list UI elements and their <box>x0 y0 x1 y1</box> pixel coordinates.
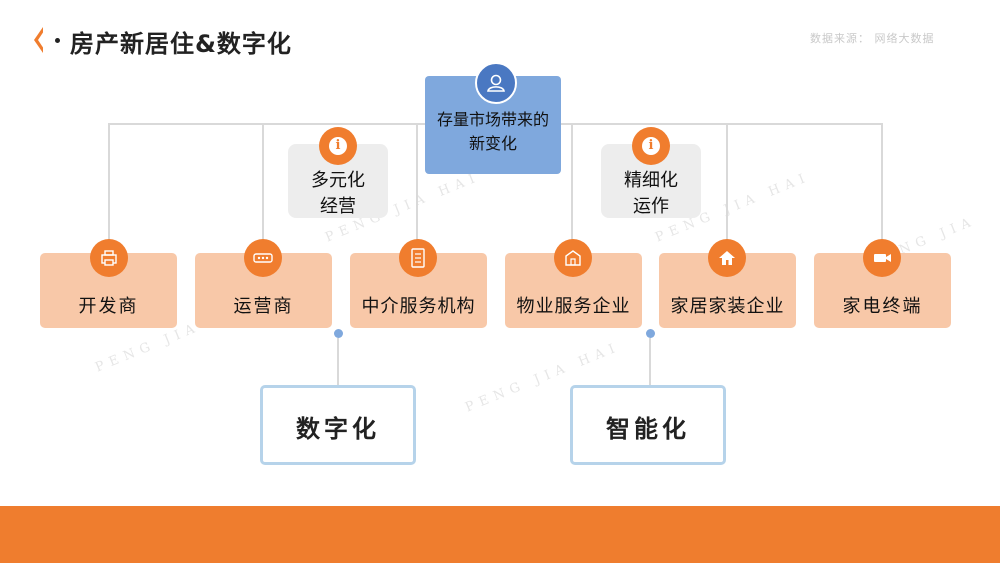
card-label: 中介服务机构 <box>361 296 476 317</box>
center-label-line1: 存量市场带来的 <box>436 110 549 129</box>
connector-vertical <box>416 123 418 253</box>
printer-icon <box>90 239 128 277</box>
card-label: 物业服务企业 <box>516 296 631 317</box>
connector-vertical <box>262 123 264 253</box>
outcome-box-intelligence <box>570 385 726 465</box>
branch-line1: 精细化 <box>624 170 678 191</box>
card-label: 家电终端 <box>842 296 923 317</box>
page-title: 房产新居住&数字化 <box>70 30 292 58</box>
camera-icon <box>863 239 901 277</box>
branch-label-refined: 精细化 运作 <box>601 168 701 220</box>
footer-band <box>0 506 1000 563</box>
connector-vertical <box>571 123 573 253</box>
data-source: 数据来源： 网络大数据 <box>810 32 935 45</box>
building-icon <box>554 239 592 277</box>
router-icon <box>244 239 282 277</box>
connector-dot <box>646 329 655 338</box>
user-icon <box>475 62 517 104</box>
info-icon: i <box>632 127 670 165</box>
outcome-label: 数字化 <box>296 415 380 443</box>
branch-line2: 运作 <box>633 196 669 217</box>
info-icon: i <box>319 127 357 165</box>
connector-vertical <box>649 338 651 385</box>
card-label: 开发商 <box>78 296 139 317</box>
connector-vertical <box>108 123 110 253</box>
connector-vertical <box>337 338 339 385</box>
center-node-label: 存量市场带来的 新变化 <box>425 108 561 156</box>
header-chevron-inner <box>38 31 44 49</box>
home-icon <box>708 239 746 277</box>
title-bullet <box>55 38 60 43</box>
card-label: 家居家装企业 <box>670 296 785 317</box>
branch-line1: 多元化 <box>311 170 365 191</box>
branch-label-diversified: 多元化 经营 <box>288 168 388 220</box>
outcome-label: 智能化 <box>606 415 690 443</box>
connector-dot <box>334 329 343 338</box>
document-icon <box>399 239 437 277</box>
connector-vertical <box>881 123 883 253</box>
outcome-box-digitalization <box>260 385 416 465</box>
connector-vertical <box>726 123 728 253</box>
center-label-line2: 新变化 <box>468 134 517 153</box>
branch-line2: 经营 <box>320 196 356 217</box>
card-label: 运营商 <box>233 296 294 317</box>
